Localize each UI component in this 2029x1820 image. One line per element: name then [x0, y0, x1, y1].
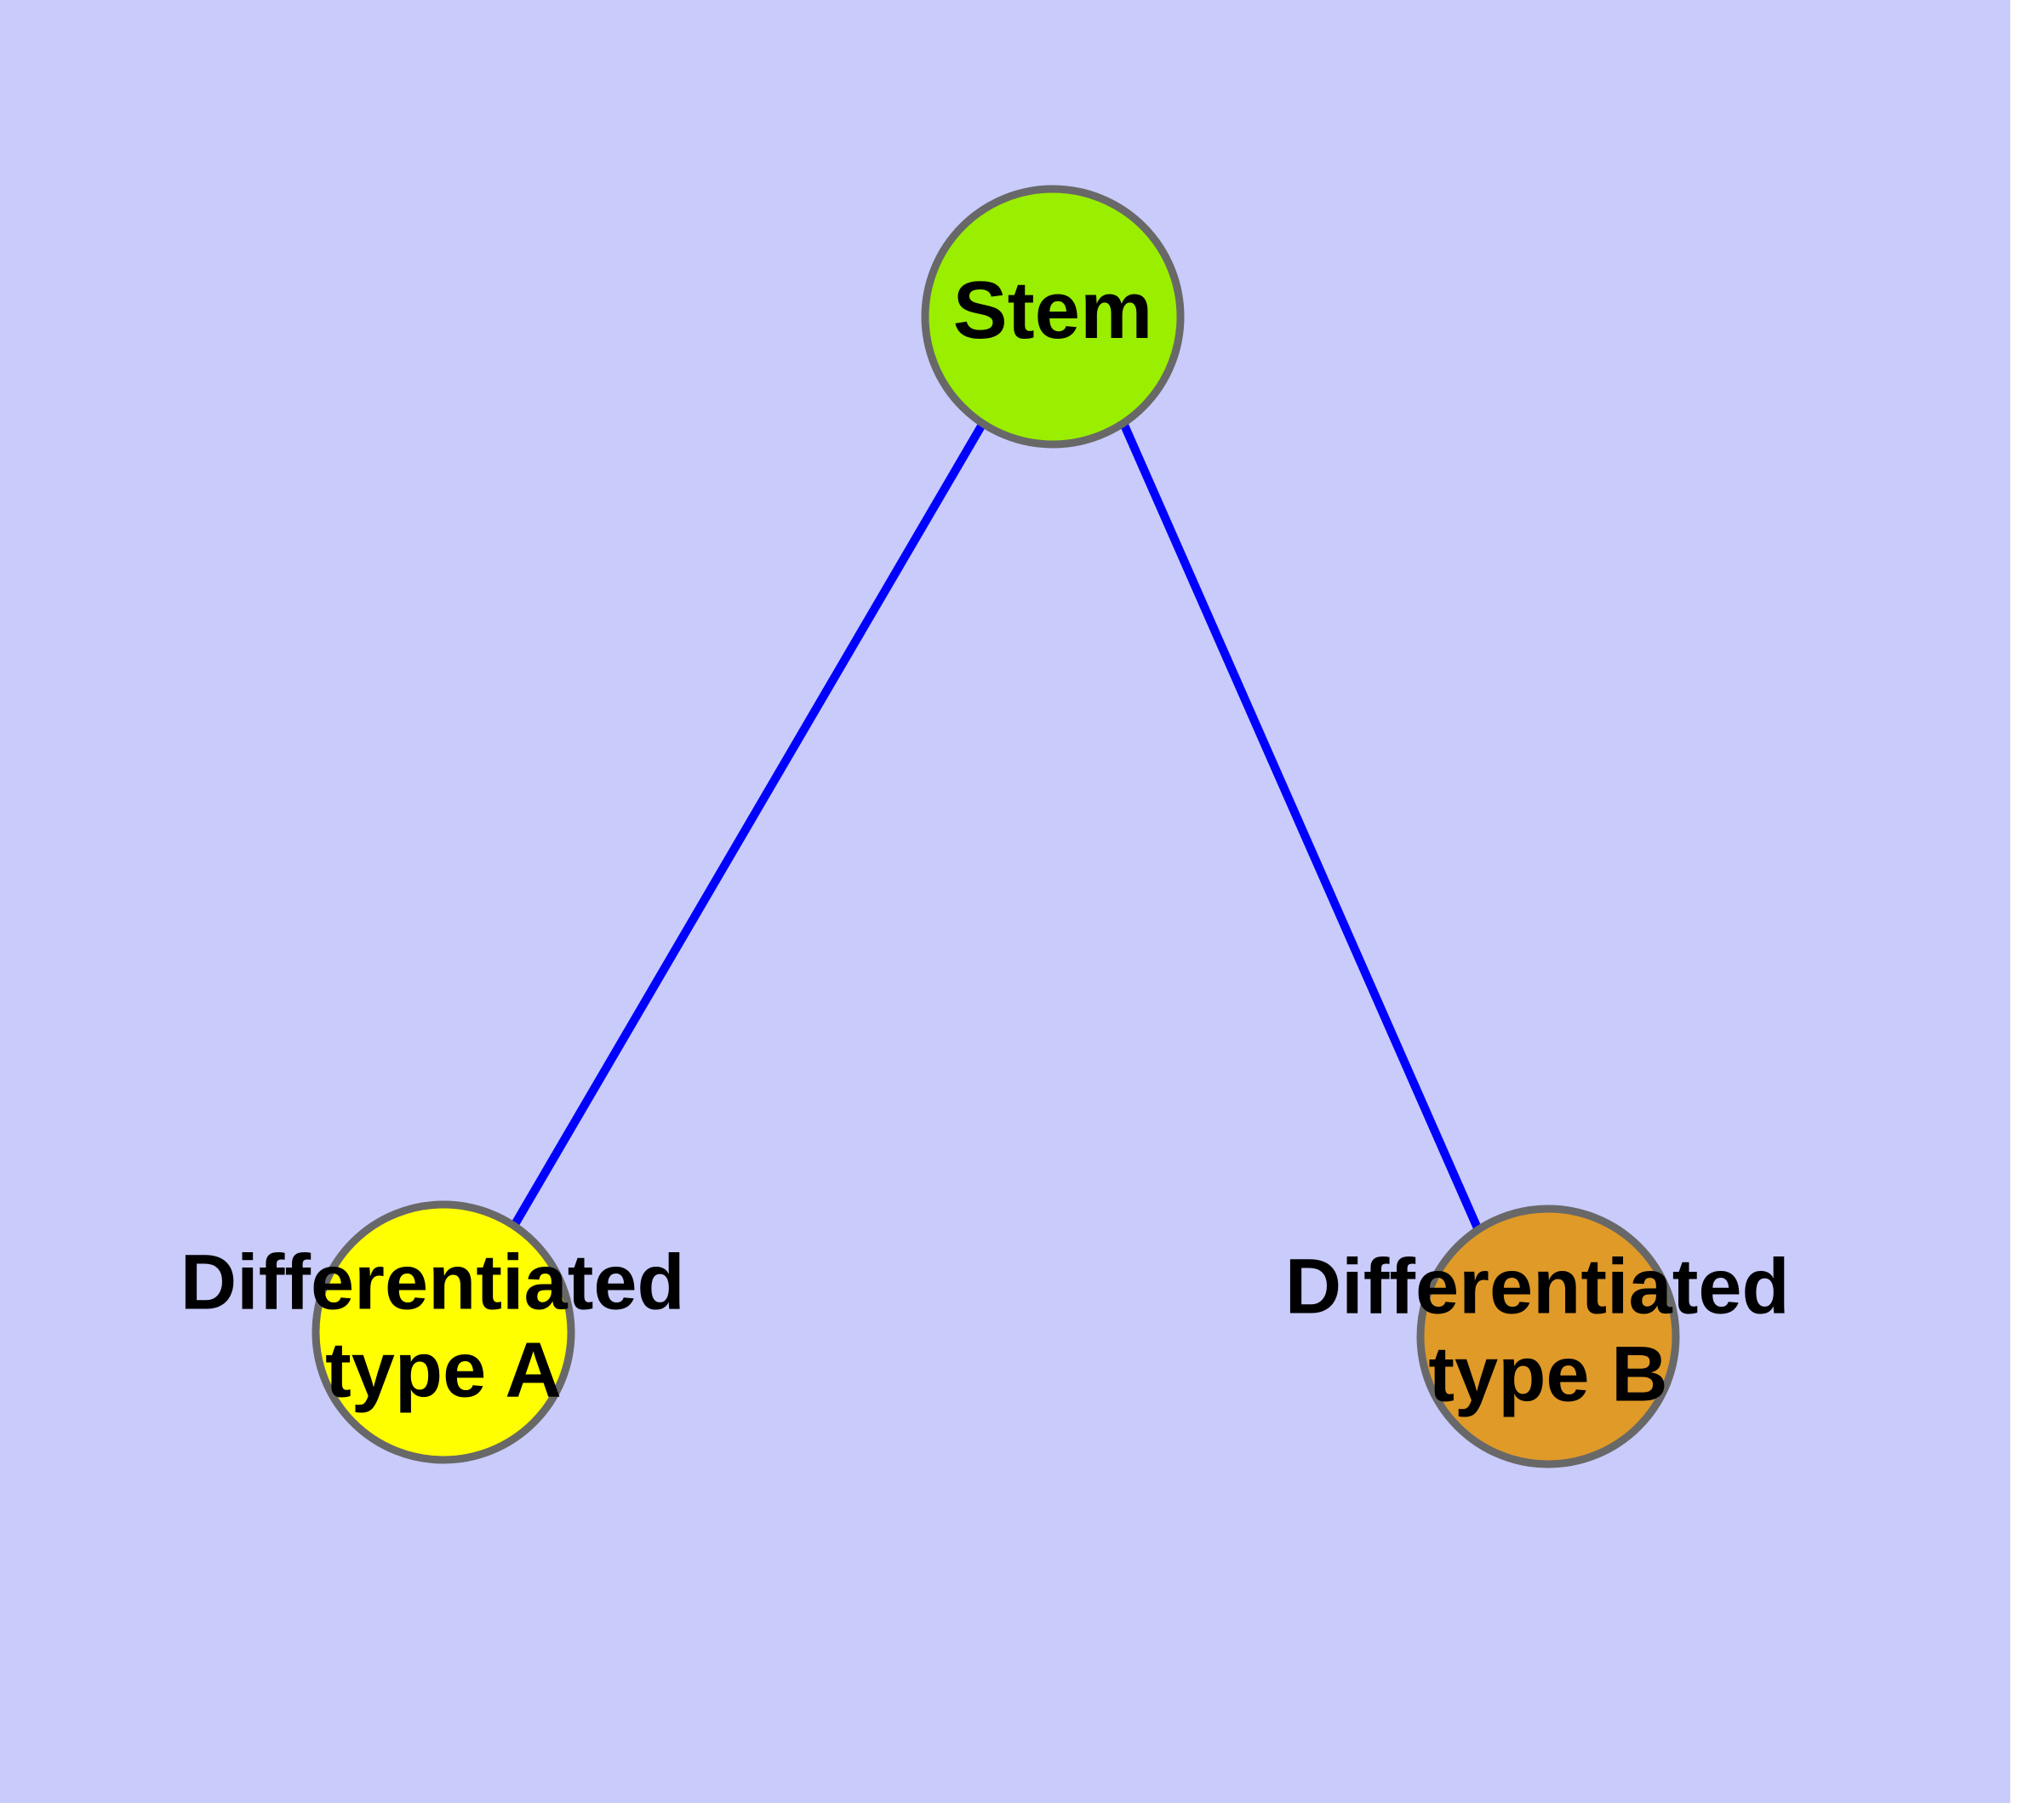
node-differentiated-type-b-circle[interactable]	[1416, 1205, 1680, 1468]
node-stem-label-line-1: Stem	[953, 265, 1153, 356]
node-differentiated-type-a[interactable]	[311, 1200, 575, 1464]
nodes-group	[311, 185, 1680, 1468]
node-differentiated-type-a-label-line-2: type A	[325, 1327, 562, 1414]
node-differentiated-type-a-label-line-1: Differentiated	[180, 1239, 685, 1326]
node-differentiated-type-a-label: Differentiated type A	[180, 1239, 707, 1414]
edges-group	[510, 421, 1483, 1233]
edge-stem-to-differentiated-a[interactable]	[510, 421, 987, 1228]
node-stem-label: Stem	[953, 265, 1153, 356]
node-stem[interactable]	[921, 185, 1185, 449]
node-differentiated-type-b-label-line-1: Differentiated	[1285, 1244, 1790, 1331]
node-differentiated-type-b-label-line-2: type B	[1428, 1331, 1667, 1418]
node-differentiated-type-b[interactable]	[1416, 1205, 1680, 1468]
edge-stem-to-differentiated-b[interactable]	[1119, 421, 1483, 1233]
labels-group: Stem Differentiated type A Differentiate…	[180, 265, 1812, 1418]
node-differentiated-type-b-label: Differentiated type B	[1285, 1244, 1812, 1418]
node-differentiated-type-a-circle[interactable]	[311, 1200, 575, 1464]
node-stem-circle[interactable]	[921, 185, 1185, 449]
